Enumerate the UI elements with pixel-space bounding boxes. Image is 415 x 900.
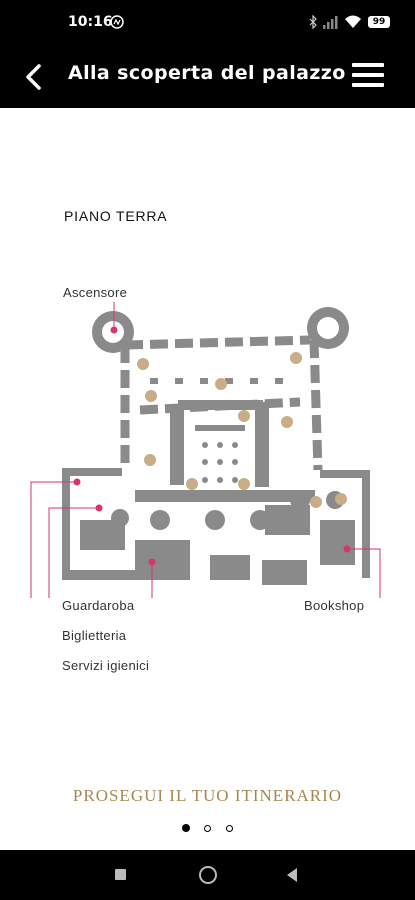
- poi-marker: [238, 478, 250, 490]
- floor-title: PIANO TERRA: [64, 208, 168, 224]
- label-bookshop: Bookshop: [304, 598, 365, 613]
- system-nav-bar: [0, 850, 415, 900]
- chevron-left-icon: [26, 64, 41, 90]
- battery-level: 99: [372, 17, 386, 27]
- poi-marker: [144, 454, 156, 466]
- circle-home-icon[interactable]: [199, 866, 217, 884]
- poi-marker: [137, 358, 149, 370]
- poi-marker: [238, 410, 250, 422]
- back-button[interactable]: [20, 62, 48, 92]
- floor-plan-map[interactable]: [0, 280, 415, 600]
- poi-marker: [310, 496, 322, 508]
- continue-itinerary-button[interactable]: PROSEGUI IL TUO ITINERARIO: [72, 786, 343, 805]
- poi-marker: [215, 378, 227, 390]
- status-bar: 10:16 99: [0, 0, 415, 46]
- label-elevator: Ascensore: [63, 285, 128, 300]
- triangle-back-icon[interactable]: [285, 867, 299, 883]
- poi-marker: [145, 390, 157, 402]
- poi-marker: [281, 416, 293, 428]
- square-recents-icon[interactable]: [115, 869, 126, 880]
- app-bar: Alla scoperta del palazzo: [0, 46, 415, 108]
- page-title: Alla scoperta del palazzo: [68, 62, 346, 84]
- page-dot-active[interactable]: [182, 824, 190, 832]
- battery-icon: 99: [368, 16, 390, 28]
- page-dot[interactable]: [226, 825, 233, 832]
- page-dot[interactable]: [204, 825, 211, 832]
- elevator-marker: [110, 326, 118, 334]
- label-ticket-office: Biglietteria: [62, 628, 127, 643]
- poi-marker: [290, 352, 302, 364]
- menu-button[interactable]: [350, 61, 388, 91]
- label-restrooms: Servizi igienici: [62, 658, 150, 673]
- label-cloakroom: Guardaroba: [62, 598, 135, 613]
- poi-marker: [335, 493, 347, 505]
- wifi-icon: [345, 15, 361, 28]
- poi-marker: [186, 478, 198, 490]
- bluetooth-icon: [309, 15, 317, 29]
- nfc-icon: [110, 15, 124, 29]
- signal-icon: [323, 16, 338, 29]
- page-indicator: [178, 822, 238, 836]
- status-time: 10:16: [68, 14, 113, 30]
